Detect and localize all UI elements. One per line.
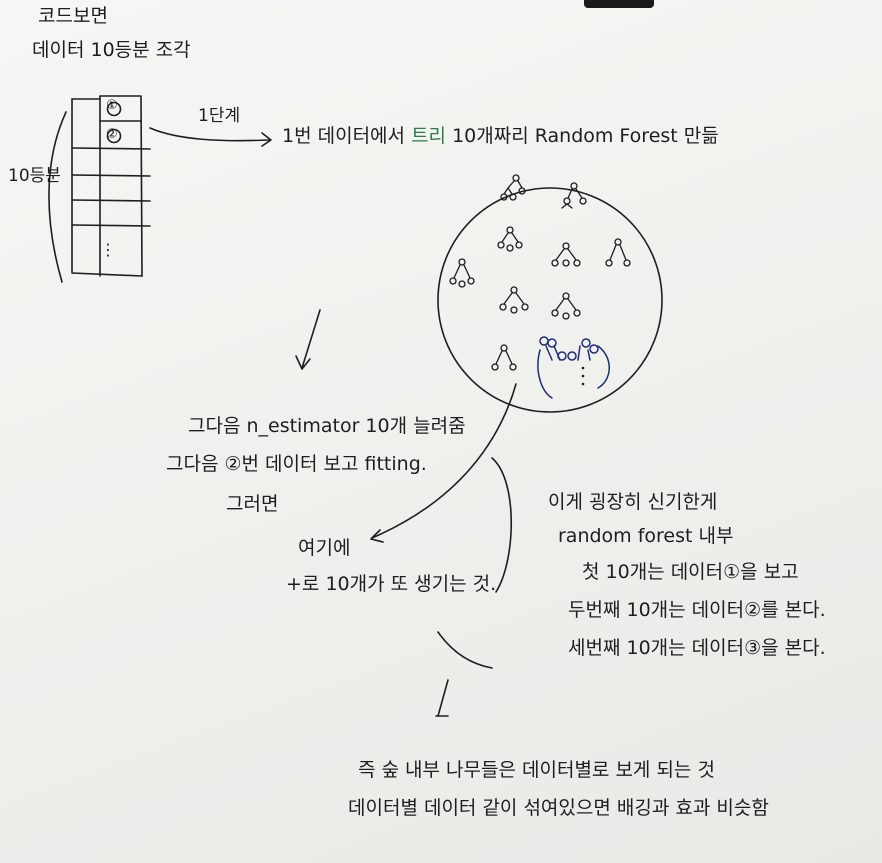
- random-line-5: 세번째 10개는 데이터③을 본다.: [568, 637, 826, 659]
- estimator-line-1: 그다음 n_estimator 10개 늘려줌: [188, 415, 466, 437]
- forest-ellipse: [437, 187, 663, 413]
- random-line-2: random forest 내부: [558, 525, 734, 547]
- blue-ink-trees: [537, 336, 610, 399]
- step-text-before: 1번 데이터에서: [282, 125, 412, 147]
- random-line-1: 이게 굉장히 신기한게: [548, 491, 718, 513]
- estimator-line-4: 여기에: [298, 537, 351, 559]
- step-label: 1단계: [198, 106, 241, 126]
- step-text-after: 10개짜리 Random Forest 만듦: [446, 125, 719, 147]
- random-line-4: 두번째 10개는 데이터②를 본다.: [568, 599, 826, 621]
- fold-brace: [48, 111, 67, 283]
- conclusion-line-2: 데이터별 데이터 같이 섞여있으면 배깅과 효과 비슷함: [348, 797, 769, 819]
- right-bracket: [491, 457, 513, 593]
- header-line-2: 데이터 10등분 조각: [32, 39, 191, 61]
- fold-label: 10등분: [8, 166, 61, 186]
- estimator-line-3: 그러면: [226, 493, 279, 515]
- tree-icons: [449, 174, 631, 371]
- board-clip: [584, 0, 654, 8]
- step-text: 1번 데이터에서 트리 10개짜리 Random Forest 만듦: [282, 124, 719, 148]
- step-arrow: [149, 127, 272, 147]
- blue-ellipsis-dots: [581, 366, 585, 386]
- bottom-curve: [437, 631, 493, 669]
- random-line-3: 첫 10개는 데이터①을 보고: [582, 561, 799, 583]
- forest-arrow: [370, 383, 517, 543]
- estimator-line-2: 그다음 ②번 데이터 보고 fitting.: [166, 453, 427, 475]
- header-line-1: 코드보면: [38, 5, 108, 27]
- conclusion-line-1: 즉 숲 내부 나무들은 데이터별로 보게 되는 것: [358, 759, 715, 781]
- down-arrow-1: [295, 309, 321, 370]
- down-arrow-2: [435, 679, 449, 717]
- table-cell-2-label: ②: [106, 127, 118, 142]
- table-cell-1-label: ①: [106, 98, 118, 113]
- step-text-tree: 트리: [411, 125, 447, 147]
- data-fold-table: [71, 95, 151, 277]
- table-ellipsis: ⋮: [100, 240, 116, 259]
- estimator-line-5: +로 10개가 또 생기는 것.: [286, 573, 497, 595]
